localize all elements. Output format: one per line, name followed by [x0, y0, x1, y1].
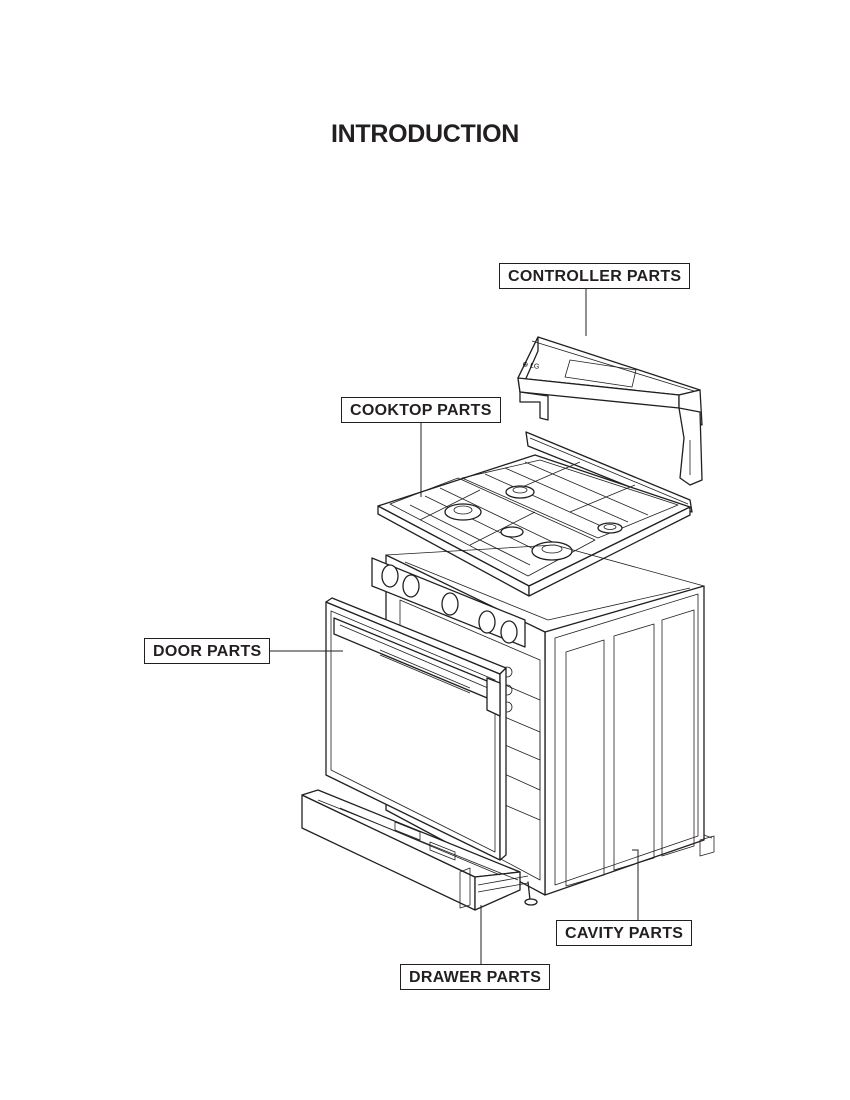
- drawer-parts-callout[interactable]: DRAWER PARTS: [400, 964, 551, 990]
- cavity-leader: [632, 849, 639, 920]
- door-assembly: [325, 597, 507, 861]
- page-title: INTRODUCTION: [330, 120, 520, 148]
- cooktop-parts-callout[interactable]: COOKTOP PARTS: [341, 397, 501, 423]
- door-parts-callout[interactable]: DOOR PARTS: [144, 638, 271, 664]
- brand-logo: ⊕ LG: [522, 361, 540, 371]
- controller-parts-callout[interactable]: CONTROLLER PARTS: [499, 263, 691, 289]
- controller-assembly: ⊕ LG: [517, 336, 703, 486]
- cooktop-assembly: [377, 431, 693, 597]
- cavity-parts-callout[interactable]: CAVITY PARTS: [556, 920, 693, 946]
- drawer-assembly: [301, 789, 529, 911]
